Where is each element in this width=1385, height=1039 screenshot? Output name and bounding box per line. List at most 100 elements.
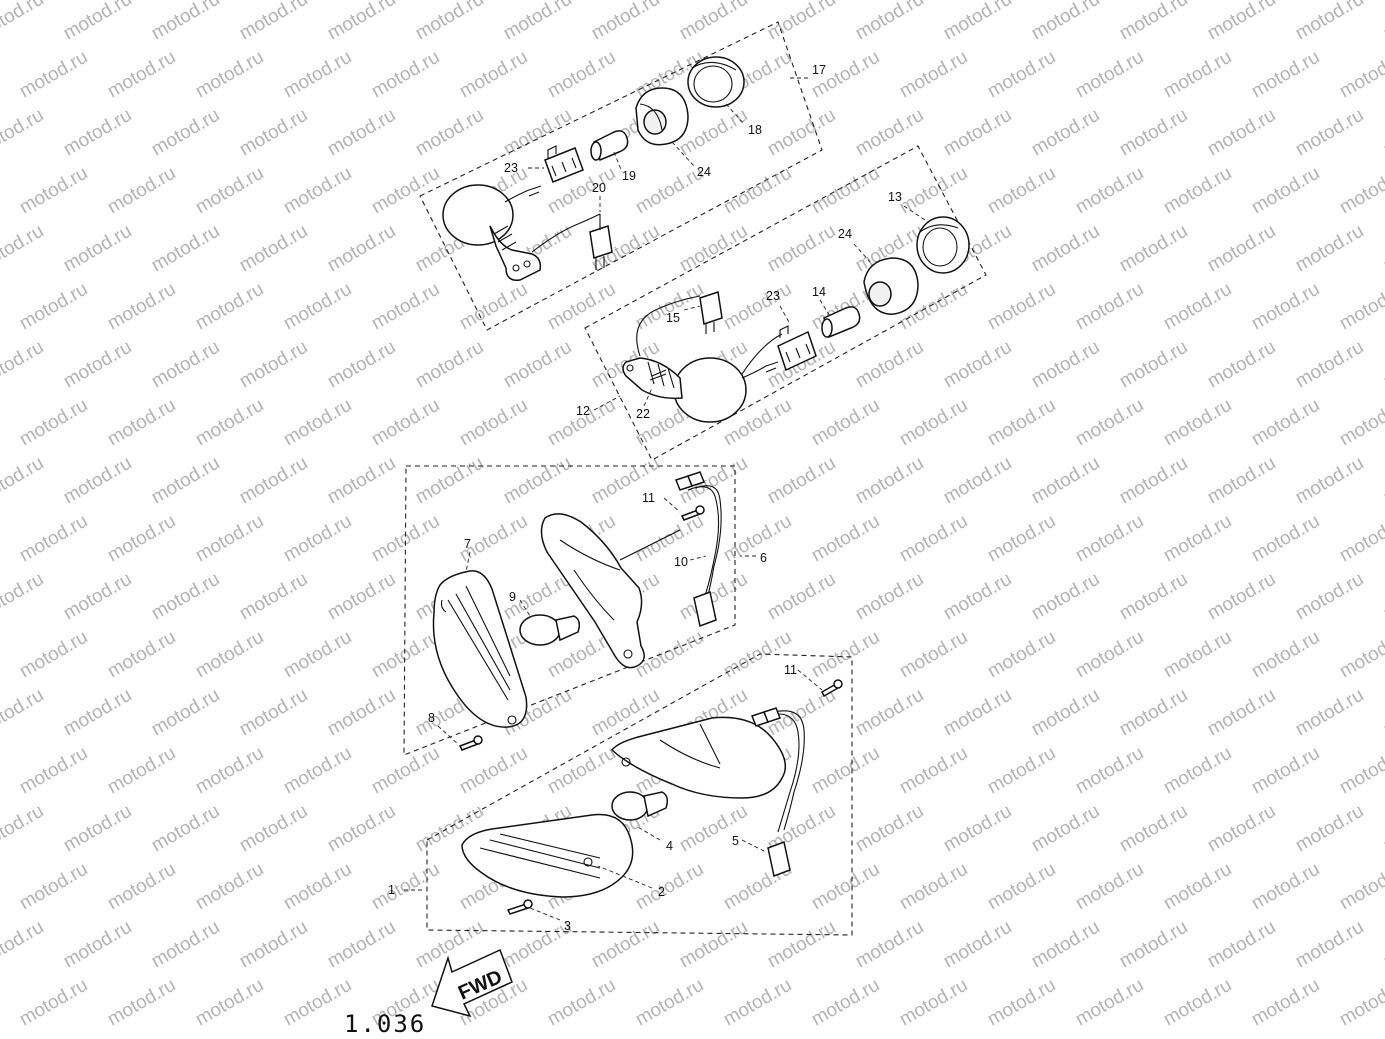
watermark-text: motod.ru	[940, 801, 1015, 857]
watermark-text: motod.ru	[1292, 0, 1367, 44]
watermark-text: motod.ru	[544, 279, 619, 335]
callout-24-top: 24	[697, 165, 711, 179]
watermark-text: motod.ru	[676, 917, 751, 973]
watermark-text: motod.ru	[280, 859, 355, 915]
leader-lines	[404, 77, 929, 921]
watermark-text: motod.ru	[940, 0, 1015, 44]
watermark-text: motod.ru	[1028, 337, 1103, 393]
lens-13	[916, 216, 970, 274]
watermark-text: motod.ru	[1248, 627, 1323, 683]
watermark-text: motod.ru	[1028, 221, 1103, 277]
watermark-text: motod.ru	[192, 743, 267, 799]
watermark-text: motod.ru	[104, 47, 179, 103]
wire-harness-10	[675, 471, 722, 628]
callout-4: 4	[666, 839, 673, 853]
watermark-text: motod.ru	[1204, 221, 1279, 277]
watermark-text: motod.ru	[676, 221, 751, 277]
watermark-text: motod.ru	[236, 685, 311, 741]
watermark-text: motod.ru	[1116, 685, 1191, 741]
watermark-text: motod.ru	[1380, 917, 1385, 973]
watermark-text: motod.ru	[236, 917, 311, 973]
watermark-text: motod.ru	[104, 627, 179, 683]
watermark-text: motod.ru	[148, 801, 223, 857]
watermark-text: motod.ru	[60, 801, 135, 857]
callout-14: 14	[812, 285, 826, 299]
watermark-text: motod.ru	[324, 337, 399, 393]
watermark-text: motod.ru	[192, 627, 267, 683]
watermark-text: motod.ru	[104, 859, 179, 915]
assembly-12-frame	[584, 145, 987, 461]
callout-22: 22	[636, 407, 650, 421]
connector-20	[589, 214, 613, 270]
watermark-text: motod.ru	[0, 453, 47, 509]
watermark-text: motod.ru	[676, 0, 751, 44]
watermark-text: motod.ru	[1028, 801, 1103, 857]
assembly-17-group	[419, 21, 823, 331]
assembly-6-frame	[403, 465, 736, 756]
flasher-body-1	[610, 716, 787, 799]
watermark-text: motod.ru	[104, 395, 179, 451]
watermark-text: motod.ru	[1204, 337, 1279, 393]
watermark-text: motod.ru	[412, 337, 487, 393]
watermark-text: motod.ru	[148, 569, 223, 625]
watermark-text: motod.ru	[1028, 569, 1103, 625]
watermark-text: motod.ru	[940, 917, 1015, 973]
watermark-text: motod.ru	[324, 569, 399, 625]
watermark-text: motod.ru	[324, 685, 399, 741]
watermark-text: motod.ru	[940, 685, 1015, 741]
watermark-text: motod.ru	[236, 337, 311, 393]
watermark-text: motod.ru	[720, 163, 795, 219]
watermark-text: motod.ru	[1116, 917, 1191, 973]
watermark-text: motod.ru	[852, 453, 927, 509]
watermark-text: motod.ru	[236, 0, 311, 44]
watermark-text: motod.ru	[148, 105, 223, 161]
watermark-text: motod.ru	[236, 801, 311, 857]
watermark-text: motod.ru	[1380, 337, 1385, 393]
watermark-text: motod.ru	[60, 0, 135, 44]
watermark-text: motod.ru	[1292, 917, 1367, 973]
watermark-text: motod.ru	[984, 279, 1059, 335]
watermark-text: motod.ru	[280, 511, 355, 567]
watermark-text: motod.ru	[808, 511, 883, 567]
watermark-text: motod.ru	[16, 511, 91, 567]
watermark-text: motod.ru	[1072, 395, 1147, 451]
watermark-text: motod.ru	[1336, 163, 1385, 219]
watermark-text: motod.ru	[1072, 163, 1147, 219]
watermark-text: motod.ru	[368, 743, 443, 799]
screw-11-bottom	[821, 679, 843, 698]
watermark-text: motod.ru	[1380, 221, 1385, 277]
watermark-text: motod.ru	[764, 569, 839, 625]
watermark-text: motod.ru	[60, 453, 135, 509]
watermark-text: motod.ru	[104, 511, 179, 567]
callout-24-mid: 24	[838, 227, 852, 241]
watermark-text: motod.ru	[588, 0, 663, 44]
watermark-text: motod.ru	[500, 337, 575, 393]
watermark-text: motod.ru	[280, 395, 355, 451]
watermark-text: motod.ru	[544, 975, 619, 1031]
watermark-text: motod.ru	[368, 859, 443, 915]
watermark-text: motod.ru	[984, 395, 1059, 451]
watermark-text: motod.ru	[632, 279, 707, 335]
bulb-4	[611, 791, 669, 821]
watermark-text: motod.ru	[1248, 859, 1323, 915]
watermark-text: motod.ru	[764, 221, 839, 277]
watermark-text: motod.ru	[896, 743, 971, 799]
watermark-text: motod.ru	[1292, 569, 1367, 625]
watermark-text: motod.ru	[60, 105, 135, 161]
watermark-text: motod.ru	[984, 743, 1059, 799]
watermark-text: motod.ru	[1336, 975, 1385, 1031]
watermark-text: motod.ru	[852, 337, 927, 393]
callout-12: 12	[576, 404, 590, 418]
watermark-text: motod.ru	[1160, 743, 1235, 799]
watermark-text: motod.ru	[192, 279, 267, 335]
watermark-text: motod.ru	[1380, 0, 1385, 44]
watermark-text: motod.ru	[148, 0, 223, 44]
watermark-text: motod.ru	[368, 279, 443, 335]
watermark-text: motod.ru	[1072, 627, 1147, 683]
watermark-text: motod.ru	[1072, 859, 1147, 915]
watermark-text: motod.ru	[720, 279, 795, 335]
watermark-text: motod.ru	[324, 221, 399, 277]
signal-body-17	[442, 184, 601, 281]
watermark-text: motod.ru	[1248, 47, 1323, 103]
